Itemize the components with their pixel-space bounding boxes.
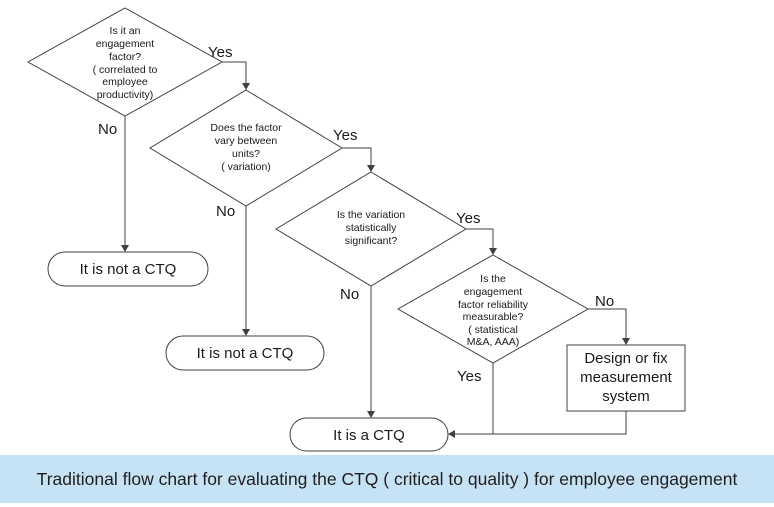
decision-3-line-1: Is the variation (337, 209, 405, 221)
process-line-1: Design or fix (584, 350, 668, 367)
label-d2-yes: Yes (333, 127, 357, 144)
arrowhead-d3-no (367, 411, 375, 418)
process-design-measurement: Design or fix measurement system (566, 344, 686, 412)
terminal-not-ctq-2-label: It is not a CTQ (197, 345, 294, 362)
decision-4-line-5: ( statistical (468, 324, 518, 336)
connector-d1-yes (222, 61, 247, 83)
decision-3-line-2: statistically (346, 222, 398, 234)
arrowhead-d4-no (622, 338, 630, 345)
decision-4-line-3: factor reliability (458, 299, 529, 311)
decision-2-line-4: ( variation) (221, 161, 271, 173)
label-d2-no: No (216, 203, 235, 220)
terminal-is-ctq: It is a CTQ (289, 417, 449, 452)
connector-process-to-ctq (455, 411, 627, 435)
terminal-not-ctq-1-label: It is not a CTQ (80, 261, 177, 278)
process-line-2: measurement (580, 369, 673, 386)
decision-2-line-2: vary between (215, 135, 278, 147)
connector-d4-no (588, 308, 627, 338)
arrowhead-d3-yes (489, 248, 497, 255)
figure-caption: Traditional flow chart for evaluating th… (0, 455, 774, 503)
decision-1-line-6: productivity) (97, 89, 154, 101)
decision-1-line-2: engagement (96, 38, 154, 50)
decision-1-line-4: ( correlated to (93, 64, 158, 76)
flowchart-diagram: Is it an engagement factor? ( correlated… (26, 7, 686, 452)
decision-1-line-5: employee (102, 76, 148, 88)
connector-d3-yes (466, 228, 494, 248)
label-d4-yes: Yes (457, 368, 481, 385)
label-d3-no: No (340, 286, 359, 303)
decision-3-line-3: significant? (345, 235, 398, 247)
decision-4-line-1: Is the (480, 273, 506, 285)
label-d1-yes: Yes (208, 44, 232, 61)
decision-factor-variation: Does the factor vary between units? ( va… (149, 89, 343, 207)
terminal-is-ctq-label: It is a CTQ (333, 427, 405, 444)
decision-4-line-2: engagement (464, 286, 522, 298)
label-d1-no: No (98, 121, 117, 138)
label-d4-no: No (595, 293, 614, 310)
arrowhead-is-ctq (448, 430, 455, 438)
decision-4-line-6: M&A, AAA) (467, 336, 520, 348)
decision-reliability-measurable: Is the engagement factor reliability mea… (396, 254, 590, 364)
decision-1-line-1: Is it an (110, 25, 141, 37)
decision-2-line-3: units? (232, 148, 260, 160)
decision-2-line-1: Does the factor (210, 122, 282, 134)
decision-1-line-3: factor? (109, 51, 141, 63)
label-d3-yes: Yes (456, 210, 480, 227)
connector-d2-yes (342, 147, 372, 165)
decision-engagement-factor: Is it an engagement factor? ( correlated… (26, 7, 224, 117)
arrowhead-d1-yes (242, 83, 250, 90)
arrowhead-d2-yes (367, 165, 375, 172)
arrowhead-d1-no (121, 245, 129, 252)
decision-4-line-4: measurable? (463, 311, 524, 323)
terminal-not-ctq-2: It is not a CTQ (165, 335, 325, 371)
decision-variation-significant: Is the variation statistically significa… (275, 171, 467, 287)
arrowhead-d2-no (242, 329, 250, 336)
process-line-3: system (602, 388, 650, 405)
terminal-not-ctq-1: It is not a CTQ (47, 251, 209, 287)
